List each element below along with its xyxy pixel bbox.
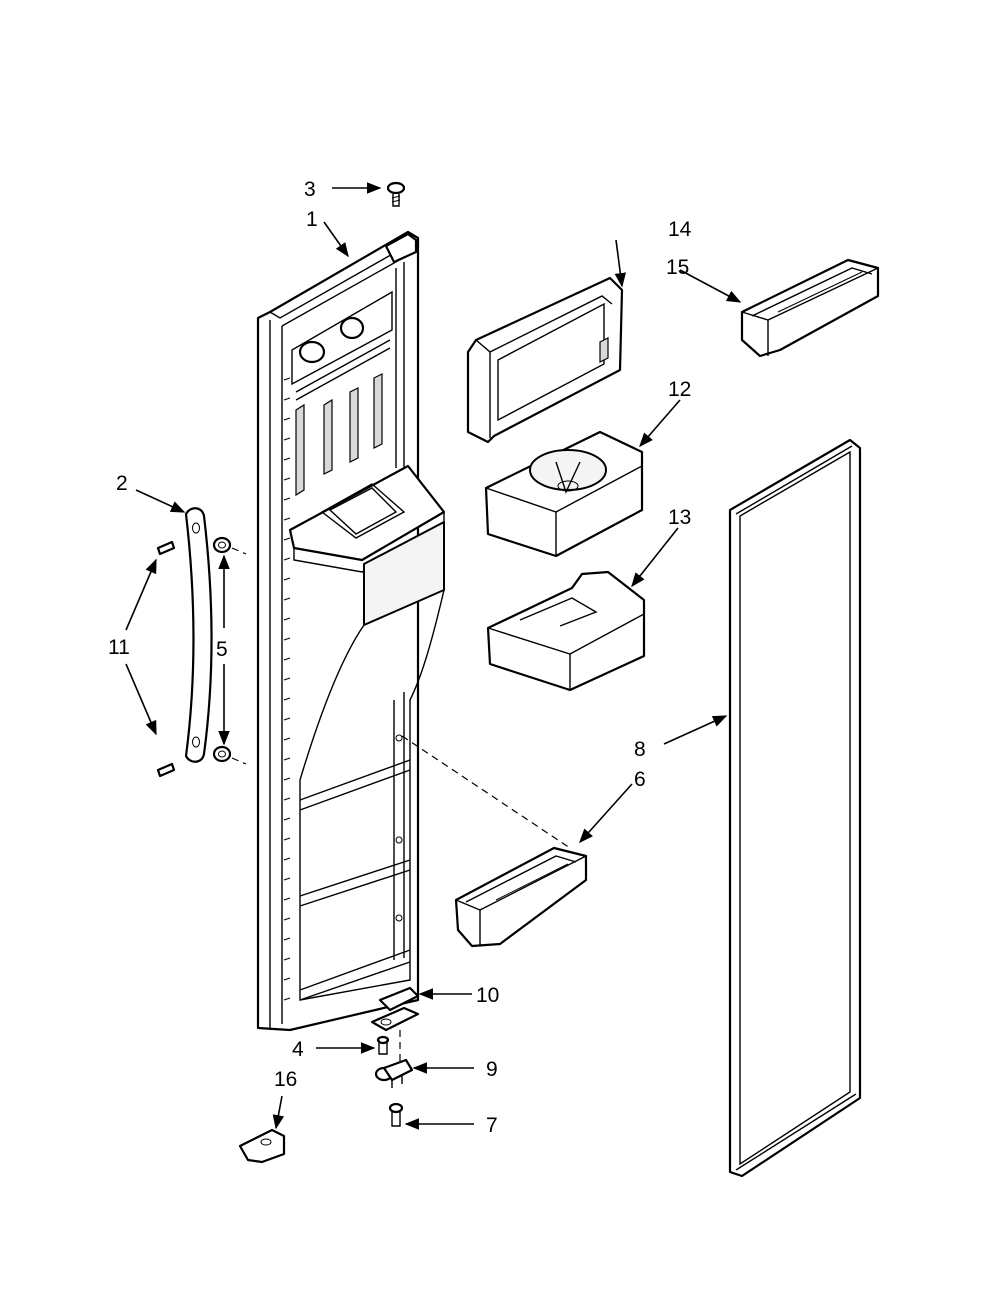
callout-15: 15 (666, 256, 689, 279)
hinge-screw-lower-part (376, 1035, 390, 1055)
hinge-lower-screw-part (388, 1102, 404, 1127)
callout-5: 5 (216, 638, 228, 661)
callout-13: 13 (668, 506, 691, 529)
callout-11: 11 (108, 636, 130, 659)
hinge-pin-part (374, 1058, 414, 1088)
door-bin-part (454, 846, 588, 948)
callout-4: 4 (292, 1038, 304, 1061)
door-gasket-part (728, 438, 862, 1178)
callout-8: 8 (634, 738, 646, 761)
callout-16: 16 (274, 1068, 297, 1091)
handle-stud-parts (212, 536, 247, 765)
callout-12: 12 (668, 378, 691, 401)
door-handle-part (184, 507, 213, 763)
shelf-bin-top-part (740, 258, 880, 358)
door-liner-part (256, 230, 446, 1032)
ice-bin-part (484, 430, 644, 558)
callout-14: 14 (668, 218, 692, 241)
hinge-cover-part (238, 1128, 286, 1164)
callout-2: 2 (116, 472, 128, 495)
dispenser-cover-part (466, 276, 624, 444)
callout-9: 9 (486, 1058, 498, 1081)
leader-lines (125, 182, 742, 1130)
callout-1: 1 (306, 208, 318, 231)
callout-7: 7 (486, 1114, 498, 1137)
hinge-bracket-part (370, 986, 420, 1068)
hinge-screw-part (386, 181, 406, 207)
callout-6: 6 (634, 768, 646, 791)
callout-10: 10 (476, 984, 499, 1007)
callout-labels: 3 1 14 15 12 2 13 11 5 8 6 10 4 9 16 7 (108, 178, 692, 1137)
set-screw-parts (156, 540, 176, 778)
bin-part (486, 570, 646, 692)
callout-3: 3 (304, 178, 316, 201)
